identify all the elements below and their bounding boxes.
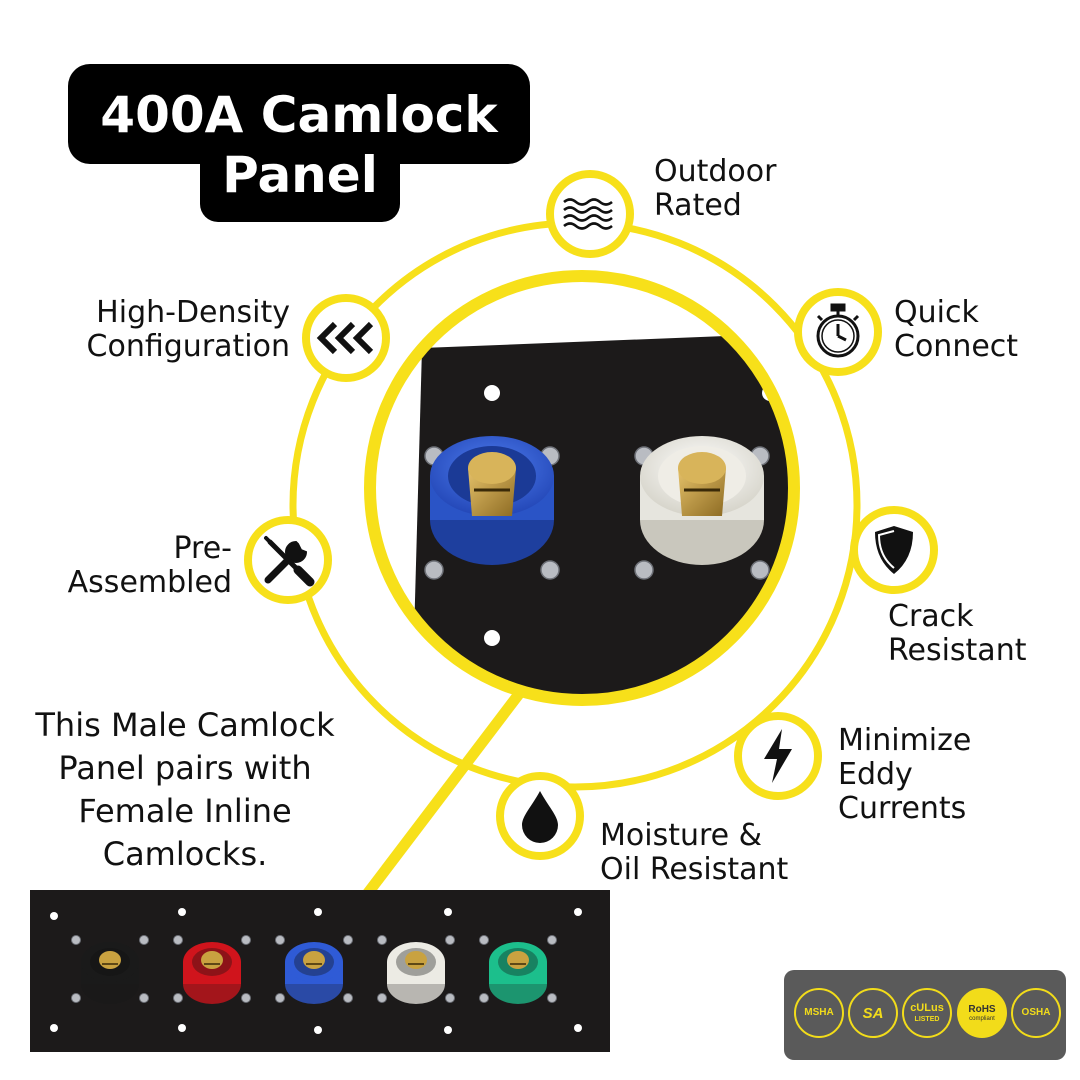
feature-minimize-eddy-currents: Minimize Eddy Currents [838,723,972,826]
shield-icon [850,506,938,594]
tools-icon [244,516,332,604]
connector-white [377,935,455,1004]
feature-outdoor-rated: Outdoor Rated [654,154,777,223]
connector-blue [275,935,353,1004]
connector-green [479,935,557,1004]
zoomed-panel-view [364,270,800,706]
feature-moisture-oil-resistant: Moisture & Oil Resistant [600,818,789,887]
msha-logo: MSHA [794,988,844,1038]
title-background-lower [200,140,400,222]
page-title-line-2: Panel [222,146,378,204]
waves-icon [546,170,634,258]
ul-listed-logo: cULus LISTED [902,988,952,1038]
feature-quick-connect: Quick Connect [894,295,1019,364]
connector-red [173,935,251,1004]
stopwatch-icon [794,288,882,376]
pairing-note: This Male Camlock Panel pairs with Femal… [35,706,335,873]
rohs-logo: RoHS compliant [957,988,1007,1038]
osha-logo: OSHA [1011,988,1061,1038]
feature-pre-assembled: Pre- Assembled [67,531,232,600]
feature-crack-resistant: Crack Resistant [888,599,1027,668]
droplet-icon [496,772,584,860]
chevrons-left-icon [302,294,390,382]
lightning-icon [734,712,822,800]
csa-logo: SA [848,988,898,1038]
page-title: 400A Camlock [100,86,498,144]
camlock-panel-image [30,890,610,1052]
connector-black [71,935,149,1004]
feature-high-density-configuration: High-Density Configuration [86,295,290,364]
